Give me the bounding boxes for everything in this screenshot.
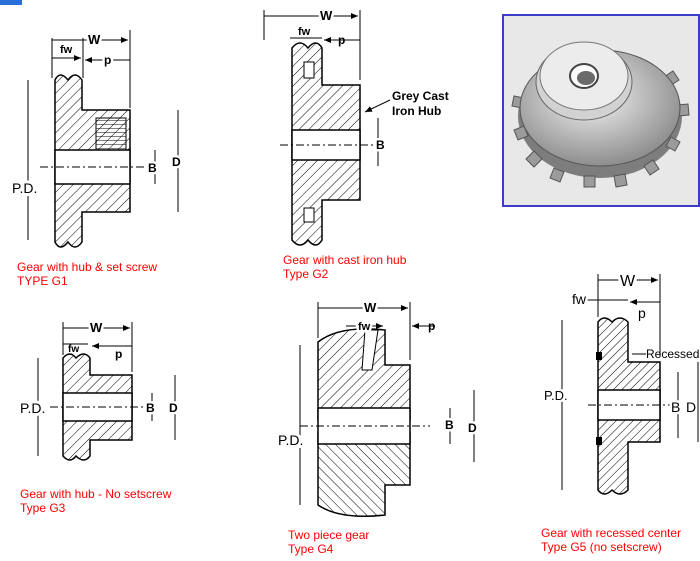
g2-fw-label: fw <box>298 26 311 38</box>
g5-caption-line2: Type G5 (no setscrew) <box>541 540 662 554</box>
g1-w-label: W <box>88 32 101 47</box>
g1-p-label: p <box>104 53 111 67</box>
gear-g2-diagram: W fw p B Grey Cast Iron Hub <box>263 6 449 246</box>
g4-caption-line1: Two piece gear <box>288 528 370 542</box>
g2-hub-label: Grey Cast <box>392 89 449 103</box>
g5-p-label: p <box>638 305 646 321</box>
g2-w-label: W <box>320 8 333 23</box>
g1-caption-line2: TYPE G1 <box>17 274 68 288</box>
g3-caption-line2: Type G3 <box>20 501 66 515</box>
g4-w-label: W <box>364 300 377 315</box>
gear-g5-diagram: W fw p Recessed P.D. B D <box>542 270 699 495</box>
g4-caption-line2: Type G4 <box>288 542 334 556</box>
g5-b-label: B <box>671 399 680 415</box>
g1-fw-label: fw <box>60 44 73 56</box>
g3-d-label: D <box>169 401 178 415</box>
g4-pd-label: P.D. <box>278 432 303 448</box>
g3-fw-label: fw <box>68 344 79 355</box>
g1-caption-line1: Gear with hub & set screw <box>17 260 158 274</box>
g1-caption: Gear with hub & set screw TYPE G1 <box>17 260 157 288</box>
g4-caption: Two piece gear Type G4 <box>288 528 369 556</box>
g3-p-label: p <box>115 347 122 361</box>
g4-p-label: p <box>428 319 435 333</box>
gear-g4-diagram: W fw p P.D. B D <box>275 298 480 517</box>
g4-fw-label: fw <box>358 321 371 333</box>
g5-w-label: W <box>620 273 636 290</box>
g3-caption: Gear with hub - No setscrew Type G3 <box>20 487 171 515</box>
g3-caption-line1: Gear with hub - No setscrew <box>20 487 172 501</box>
g1-b-label: B <box>148 161 157 175</box>
corner-mark <box>0 0 22 5</box>
g2-hub-label-2: Iron Hub <box>392 104 441 118</box>
g5-fw-label: fw <box>572 291 587 307</box>
g4-d-label: D <box>468 421 477 435</box>
g5-d-label: D <box>686 399 696 415</box>
gear-g3-diagram: W fw p P.D. B D <box>17 318 181 461</box>
g1-pd-label: P.D. <box>12 180 37 196</box>
g1-d-label: D <box>172 155 181 169</box>
g3-pd-label: P.D. <box>20 400 45 416</box>
g2-caption-line2: Type G2 <box>283 267 329 281</box>
g4-b-label: B <box>445 418 454 432</box>
g5-pd-label: P.D. <box>544 388 568 403</box>
gear-g1-diagram: W fw p P.D. B D <box>9 30 184 248</box>
g3-w-label: W <box>90 320 103 335</box>
g2-caption-line1: Gear with cast iron hub <box>283 253 407 267</box>
g2-b-label: B <box>376 138 385 152</box>
gear-photo-frame <box>502 14 700 207</box>
g2-caption: Gear with cast iron hub Type G2 <box>283 253 406 281</box>
g2-p-label: p <box>338 33 345 47</box>
gear-photo <box>504 16 698 205</box>
g5-caption: Gear with recessed center Type G5 (no se… <box>541 526 681 554</box>
g5-caption-line1: Gear with recessed center <box>541 526 682 540</box>
g3-b-label: B <box>146 401 155 415</box>
g5-recess-label: Recessed <box>646 347 699 361</box>
